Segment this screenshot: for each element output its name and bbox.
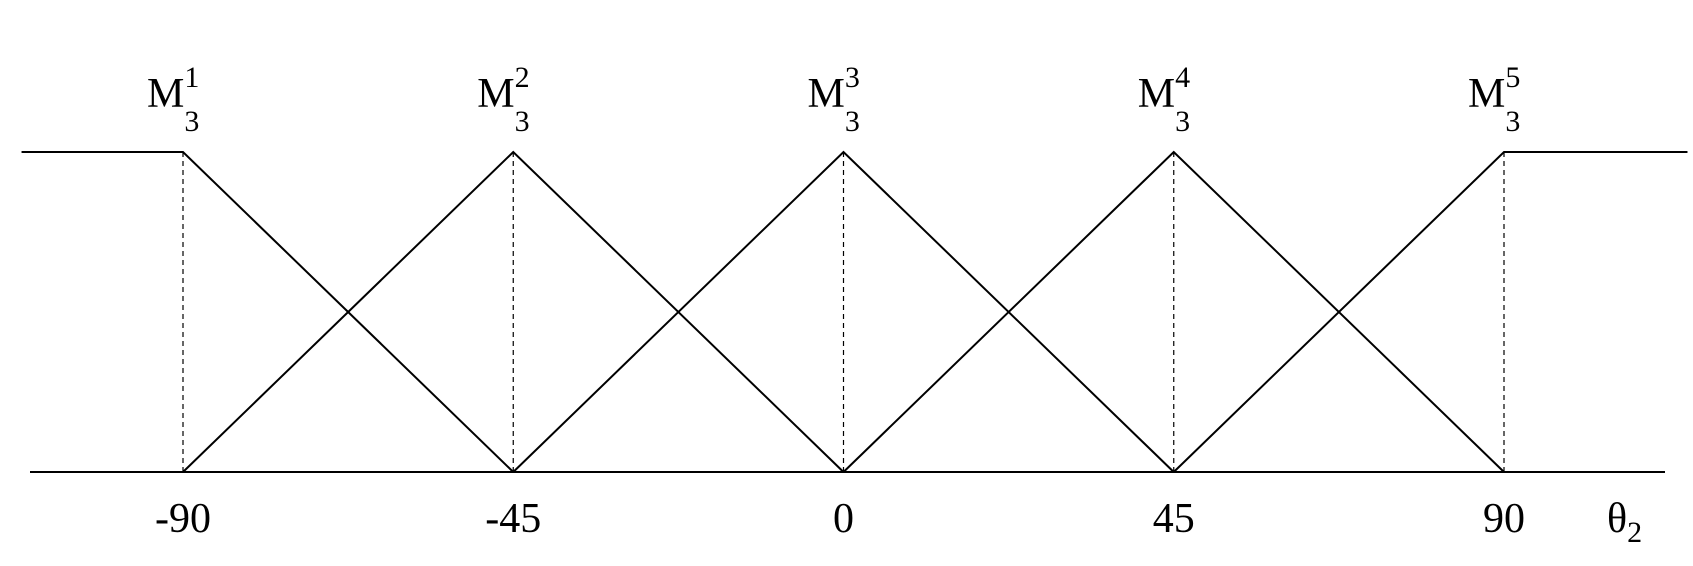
x-axis-label: θ2 [1607,496,1642,549]
guide-lines [182,152,1505,472]
x-tick-label: 0 [833,496,854,542]
x-tick-labels: -90 -45 0 45 90 [155,496,1525,542]
x-tick-label: -90 [155,496,211,542]
membership-function-4 [842,150,1505,473]
membership-function-1 [21,151,514,473]
membership-functions [21,150,1688,473]
x-tick-label: 45 [1153,496,1195,542]
x-tick-label: -45 [485,496,541,542]
membership-function-3 [512,150,1175,473]
x-tick-label: 90 [1483,496,1525,542]
membership-function-2 [182,150,845,473]
membership-function-5 [1173,151,1688,473]
